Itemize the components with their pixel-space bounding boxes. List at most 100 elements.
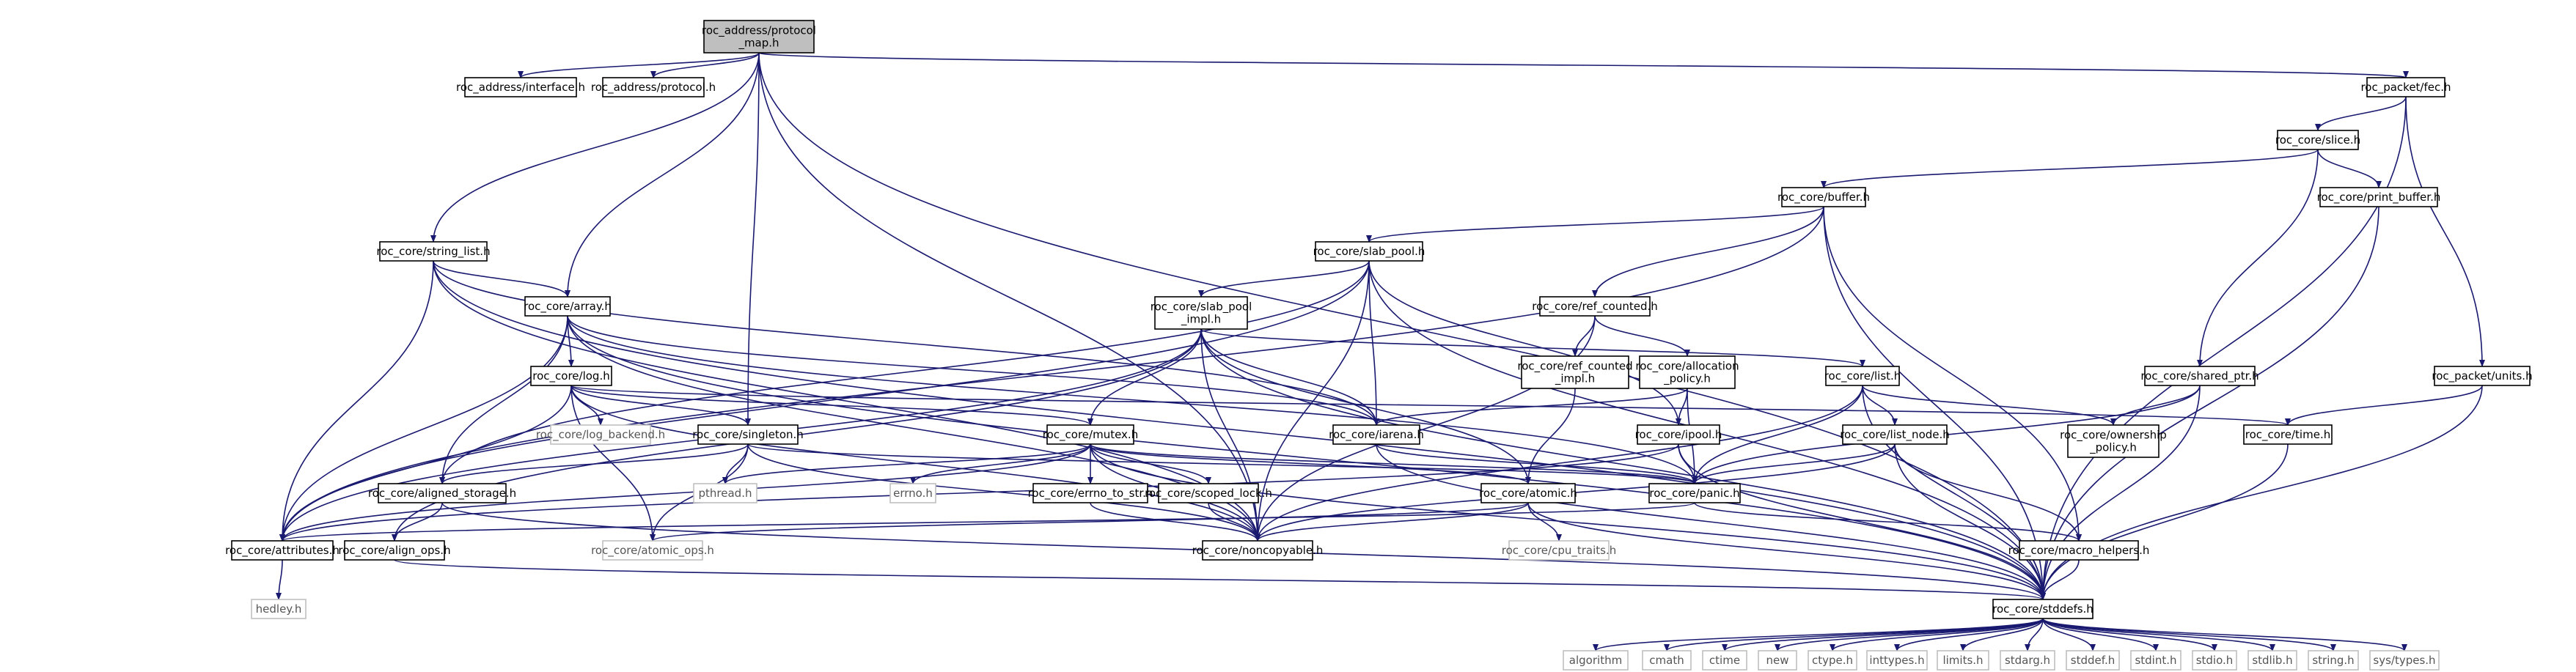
node-slice[interactable]: roc_core/slice.h	[2275, 130, 2360, 150]
node-shared-ptr[interactable]: roc_core/shared_ptr.h	[2140, 366, 2259, 386]
edge-macro-helpers-to-stddefs	[2040, 559, 2080, 600]
node-label: roc_core/singleton.h	[692, 428, 804, 442]
edge-array-to-stddefs	[567, 315, 2046, 600]
node-time[interactable]: roc_core/time.h	[2243, 424, 2333, 445]
node-errno-to-str[interactable]: roc_core/errno_to_str.h	[1028, 483, 1153, 503]
node-box	[2277, 130, 2359, 150]
node-label: roc_core/slab_pool.h	[1313, 245, 1425, 259]
node-aligned-storage[interactable]: roc_core/aligned_storage.h	[368, 483, 516, 503]
node-box	[1639, 355, 1736, 389]
node-units[interactable]: roc_packet/units.h	[2432, 366, 2533, 386]
node-label: _map.h	[738, 37, 779, 51]
node-slab-pool[interactable]: roc_core/slab_pool.h	[1313, 241, 1425, 262]
edge-stddefs-to-limits	[1960, 618, 2044, 651]
node-align-ops[interactable]: roc_core/align_ops.h	[338, 540, 451, 561]
node-string-list[interactable]: roc_core/string_list.h	[376, 241, 491, 262]
node-panic[interactable]: roc_core/panic.h	[1648, 483, 1741, 503]
node-atomic[interactable]: roc_core/atomic.h	[1479, 483, 1577, 503]
node-box	[1480, 483, 1576, 503]
node-box	[379, 241, 488, 262]
node-box	[2192, 650, 2237, 671]
edge-buffer-to-macro-helpers	[1823, 206, 2082, 542]
node-interface[interactable]: roc_address/interface.h	[456, 77, 585, 97]
node-stddef: stddef.h	[2066, 650, 2120, 671]
edge-stddefs-to-stdio	[2042, 618, 2217, 651]
node-ref-counted-impl[interactable]: roc_core/ref_counted_impl.h	[1517, 355, 1633, 389]
node-label: roc_core/time.h	[2245, 428, 2330, 442]
node-box	[1032, 483, 1148, 503]
node-slab-pool-impl[interactable]: roc_core/slab_pool_impl.h	[1151, 296, 1252, 330]
node-box	[602, 77, 705, 97]
node-array[interactable]: roc_core/array.h	[524, 296, 612, 317]
edge-mutex-to-panic	[1090, 443, 1698, 484]
node-list-node[interactable]: roc_core/list_node.h	[1840, 424, 1950, 445]
node-macro-helpers[interactable]: roc_core/macro_helpers.h	[2008, 540, 2150, 561]
node-buffer[interactable]: roc_core/buffer.h	[1777, 187, 1870, 207]
edge-root-to-string-list	[430, 52, 760, 243]
node-label: pthread.h	[699, 487, 752, 500]
node-mutex[interactable]: roc_core/mutex.h	[1043, 424, 1138, 445]
edge-list-node-to-panic	[1692, 443, 1896, 484]
node-ipool[interactable]: roc_core/ipool.h	[1635, 424, 1722, 445]
edge-log-to-time	[570, 385, 2291, 426]
edge-mutex-to-scoped-lock	[1090, 443, 1211, 484]
node-label: roc_core/iarena.h	[1329, 428, 1424, 442]
node-label: roc_core/buffer.h	[1777, 191, 1870, 204]
node-iarena[interactable]: roc_core/iarena.h	[1329, 424, 1424, 445]
node-label: roc_core/list.h	[1824, 369, 1901, 383]
node-label: roc_core/atomic_ops.h	[591, 544, 714, 558]
node-print-buffer[interactable]: roc_core/print_buffer.h	[2317, 187, 2441, 207]
node-box	[693, 483, 757, 503]
node-fec[interactable]: roc_packet/fec.h	[2360, 77, 2451, 97]
node-box	[602, 540, 703, 561]
edge-root-to-stddefs	[758, 52, 2046, 600]
node-box	[2319, 187, 2438, 207]
node-label: roc_core/mutex.h	[1043, 428, 1138, 442]
node-list[interactable]: roc_core/list.h	[1824, 366, 1901, 386]
edge-shared-ptr-to-ownership-policy	[2110, 385, 2201, 426]
node-box	[2019, 540, 2139, 561]
node-label: algorithm	[1569, 654, 1622, 667]
edge-array-to-noncopyable	[567, 315, 1261, 542]
node-box	[1332, 424, 1420, 445]
edge-time-to-stddefs	[2040, 443, 2289, 600]
node-box	[1046, 424, 1134, 445]
edge-slice-to-shared-ptr	[2197, 149, 2319, 367]
edge-stddefs-to-stdarg	[2025, 618, 2044, 651]
node-noncopyable[interactable]: roc_core/noncopyable.h	[1192, 540, 1324, 561]
node-label: _impl.h	[1555, 372, 1595, 386]
node-stdio: stdio.h	[2192, 650, 2237, 671]
node-label: roc_core/ref_counted	[1517, 360, 1632, 374]
node-scoped-lock[interactable]: roc_core/scoped_lock.h	[1145, 483, 1272, 503]
node-ownership-policy[interactable]: roc_core/ownership_policy.h	[2060, 424, 2167, 458]
node-log[interactable]: roc_core/log.h	[530, 366, 612, 386]
node-attributes[interactable]: roc_core/attributes.h	[225, 540, 340, 561]
node-singleton[interactable]: roc_core/singleton.h	[692, 424, 804, 445]
edge-log-to-singleton	[570, 385, 751, 426]
node-box	[2247, 650, 2297, 671]
nodes-layer: roc_address/protocol_map.h roc_address/in…	[225, 20, 2533, 671]
node-box	[231, 540, 334, 561]
node-stddefs[interactable]: roc_core/stddefs.h	[1992, 599, 2094, 619]
node-root[interactable]: roc_address/protocol_map.h	[702, 20, 816, 53]
edge-units-to-time	[2285, 385, 2483, 426]
edge-stddefs-to-stdlib	[2042, 618, 2275, 651]
node-protocol[interactable]: roc_address/protocol.h	[591, 77, 716, 97]
node-stdarg: stdarg.h	[2000, 650, 2055, 671]
node-box	[378, 483, 507, 503]
node-label: roc_core/ref_counted.h	[1532, 300, 1658, 314]
node-stdint: stdint.h	[2130, 650, 2181, 671]
node-label: roc_core/string_list.h	[376, 245, 490, 259]
edge-singleton-to-panic	[747, 443, 1698, 484]
node-ref-counted[interactable]: roc_core/ref_counted.h	[1532, 296, 1658, 317]
node-label: roc_core/atomic.h	[1479, 487, 1577, 501]
node-allocation-policy[interactable]: roc_core/allocation_policy.h	[1635, 355, 1739, 389]
node-ctime: ctime	[1702, 650, 1747, 671]
node-label: errno.h	[893, 487, 933, 500]
edge-mutex-to-atomic	[1090, 443, 1531, 484]
node-label: roc_address/protocol	[702, 24, 816, 38]
edge-ipool-to-attributes	[279, 443, 1679, 542]
edge-mutex-to-attributes	[279, 443, 1091, 542]
edge-root-to-noncopyable	[758, 52, 1261, 542]
